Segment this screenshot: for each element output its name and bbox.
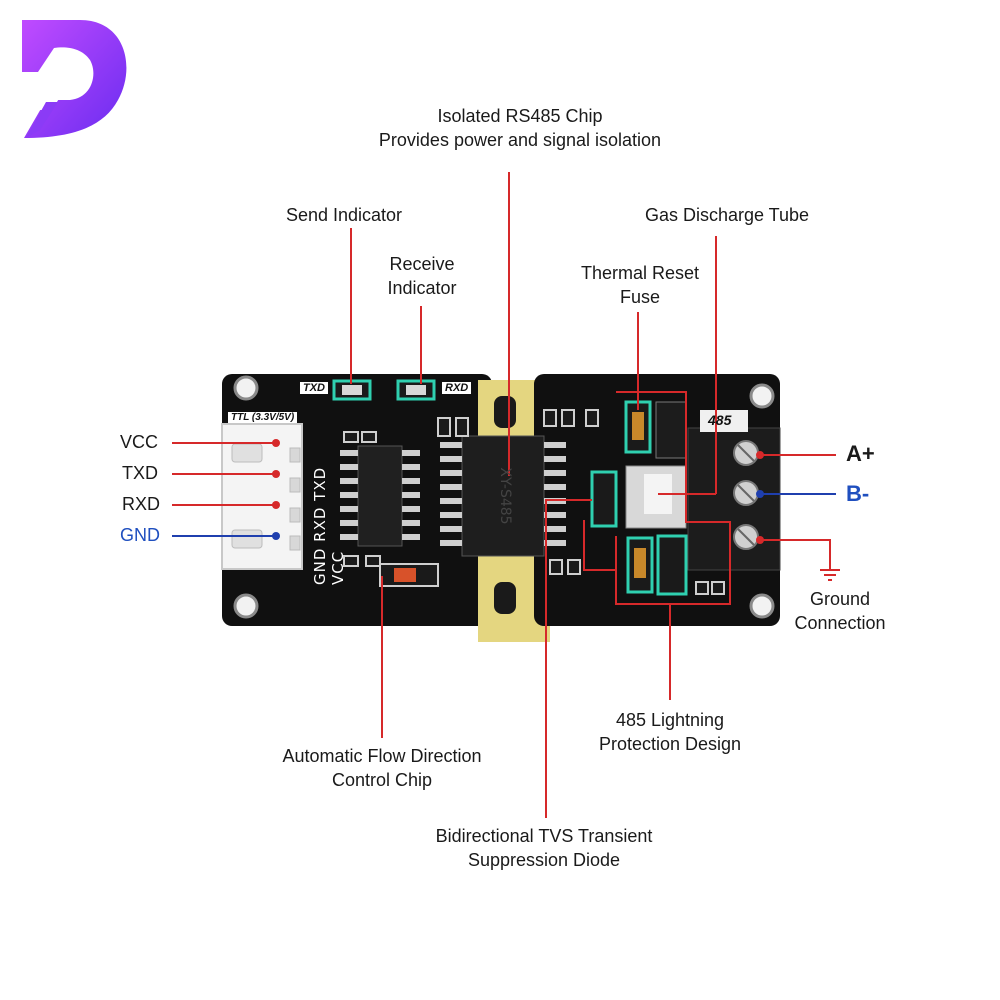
flow-control-chip <box>357 445 403 547</box>
terminal-screws <box>733 440 759 550</box>
mounting-holes <box>233 375 775 619</box>
callout-receive-l2: Indicator <box>387 278 457 298</box>
callout-flow-l1: Automatic Flow Direction <box>282 746 482 766</box>
callout-lines <box>172 172 836 818</box>
callout-lightning-l1: 485 Lightning <box>615 710 725 730</box>
pin-gnd: GND <box>120 525 160 545</box>
pcb-pin-silk: GND RXD TXD VCC <box>311 466 347 585</box>
callout-isolated-chip-l2: Provides power and signal isolation <box>378 130 662 150</box>
callout-send-indicator: Send Indicator <box>285 205 403 225</box>
brand-logo <box>22 20 127 138</box>
pcb-ttl-label: TTL (3.3V/5V) <box>228 412 298 423</box>
callout-flow-l2: Control Chip <box>331 770 433 790</box>
callout-isolated-chip-l1: Isolated RS485 Chip <box>437 106 603 126</box>
pin-rxd: RXD <box>122 494 161 514</box>
callout-lightning-l2: Protection Design <box>598 734 742 754</box>
callout-ground-l2: Connection <box>794 613 886 633</box>
callout-thermal-l1: Thermal Reset <box>580 263 700 283</box>
terminal-b-minus: B- <box>846 481 870 506</box>
callout-ground-l1: Ground <box>809 589 871 609</box>
pcb-txd-label: TXD <box>300 382 328 394</box>
chip-marking: XY-S485 <box>497 467 513 525</box>
pcb-rxd-label: RXD <box>442 382 472 394</box>
callout-tvs-l2: Suppression Diode <box>467 850 621 870</box>
callout-gas-tube: Gas Discharge Tube <box>644 205 810 225</box>
lightning-cap-2 <box>656 534 688 596</box>
pin-txd: TXD <box>122 463 158 483</box>
tvs-diode <box>590 470 618 528</box>
isolated-rs485-chip <box>461 435 545 557</box>
callout-thermal-l2: Fuse <box>619 287 661 307</box>
terminal-a-plus: A+ <box>846 441 875 466</box>
callout-receive-l1: Receive <box>389 254 455 274</box>
pcb-485-label: 485 <box>708 412 732 428</box>
ground-symbol-icon <box>820 569 840 581</box>
pin-vcc: VCC <box>120 432 159 452</box>
callout-tvs-l1: Bidirectional TVS Transient <box>435 826 653 846</box>
